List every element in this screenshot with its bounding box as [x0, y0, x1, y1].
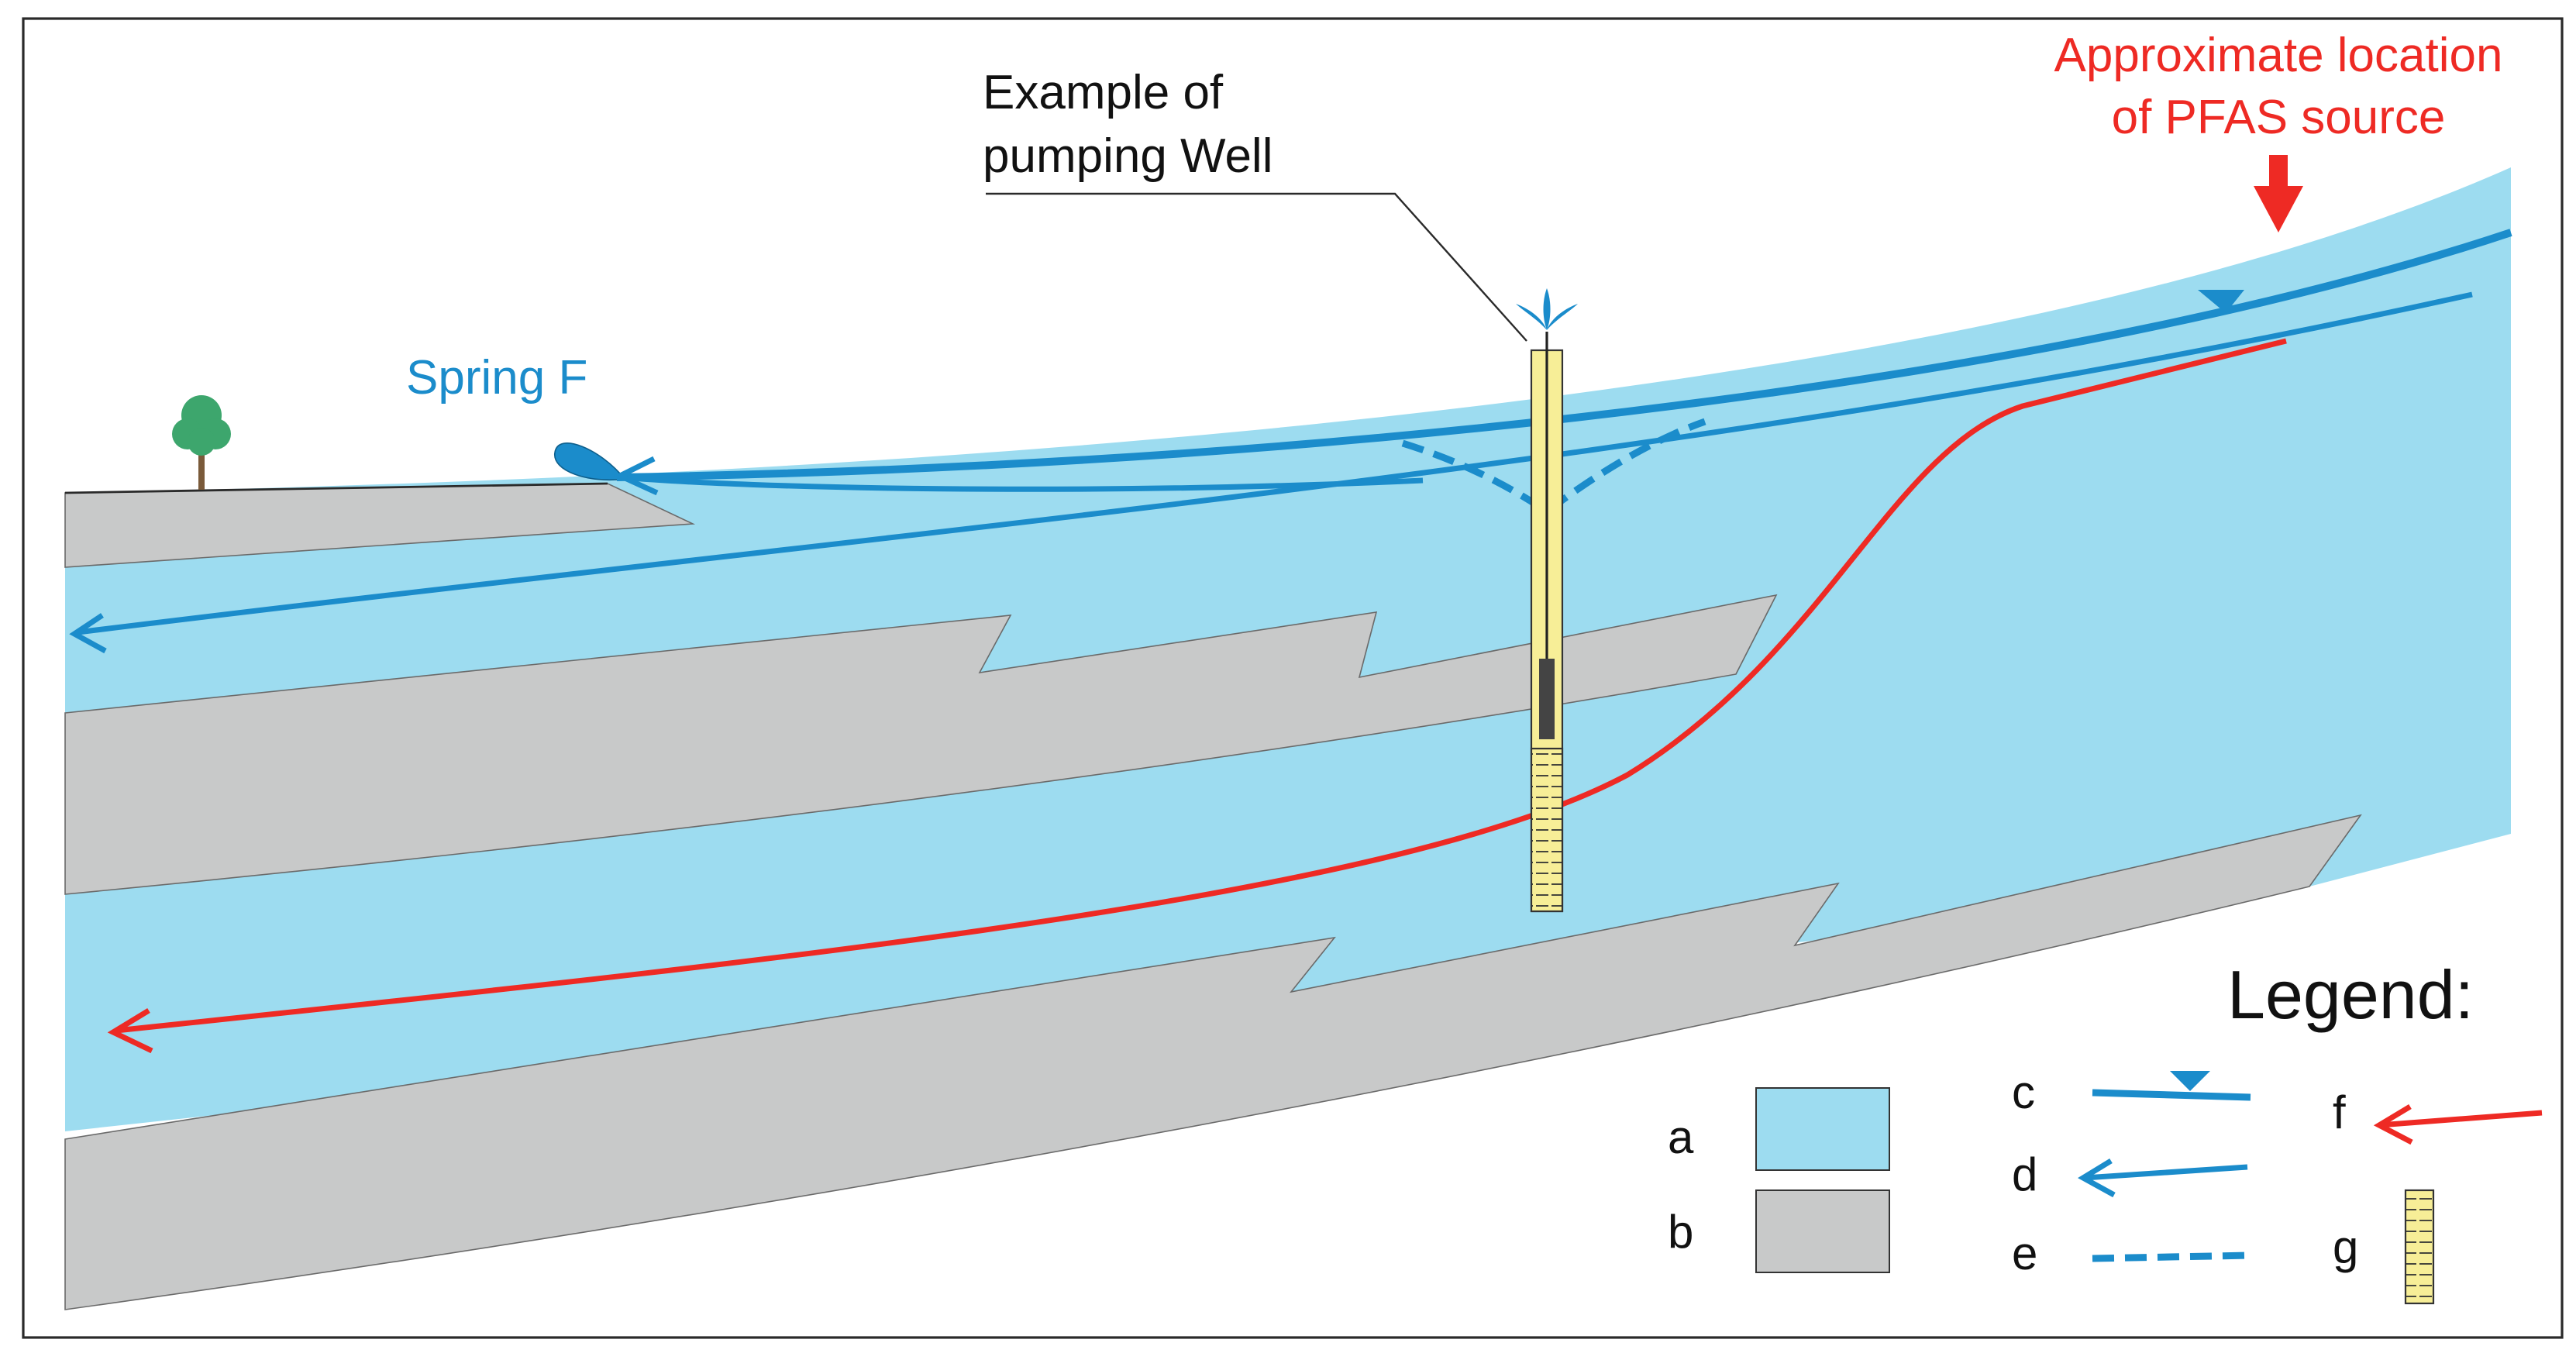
spring-label: Spring F: [406, 351, 587, 405]
water-discharge-icon: [1516, 288, 1578, 330]
shallow-flow-path: [622, 474, 1424, 492]
deep-flow-path: [77, 291, 2473, 635]
legend-water-table-line: [2092, 1089, 2251, 1101]
well-callout-label-line1: Example of: [983, 66, 1224, 119]
legend-key-d: d: [2012, 1148, 2037, 1200]
pfas-flow-path: [115, 338, 2287, 1034]
pfas-source-label-line2: of PFAS source: [2112, 91, 2446, 144]
legend-flow-arrowhead-icon: [2078, 1158, 2116, 1198]
spring-icon: [554, 442, 626, 481]
legend-key-e: e: [2012, 1227, 2037, 1279]
well-pump: [1539, 659, 1555, 739]
legend-drawdown-line: [2092, 1251, 2251, 1262]
well-callout-leader: [986, 192, 1527, 342]
legend-key-b: b: [1668, 1206, 1693, 1258]
well-callout-label-line2: pumping Well: [983, 129, 1273, 183]
pfas-arrowhead-icon: [107, 1008, 153, 1054]
pfas-source-arrow-icon: [2254, 155, 2303, 232]
ground-surface-line: [64, 482, 608, 494]
aquitard-middle-layer: [64, 594, 1778, 895]
water-table-line: [616, 229, 2512, 481]
water-table-marker-icon: [2198, 290, 2244, 313]
pfas-source-label-line1: Approximate location: [2054, 29, 2503, 82]
legend-key-c: c: [2012, 1066, 2035, 1118]
legend-pfas-line: [2378, 1110, 2543, 1128]
legend-key-f: f: [2333, 1086, 2346, 1138]
flow-arrowhead-icon: [69, 613, 107, 654]
legend: Legend: a b c d e f g: [1668, 956, 2543, 1305]
legend-flow-line: [2084, 1164, 2248, 1181]
legend-water-table-marker-icon: [2170, 1071, 2210, 1091]
legend-key-a: a: [1668, 1111, 1694, 1163]
legend-key-g: g: [2333, 1221, 2358, 1273]
legend-well-screen-icon: [2404, 1189, 2435, 1305]
pumping-well: [1516, 288, 1578, 913]
legend-pfas-arrowhead-icon: [2373, 1103, 2413, 1145]
legend-aquitard-swatch: [1755, 1189, 1890, 1273]
flow-arrowhead-icon: [613, 456, 659, 496]
legend-title: Legend:: [2227, 956, 2474, 1033]
legend-aquifer-swatch: [1755, 1087, 1890, 1171]
tree-icon: [172, 395, 231, 490]
well-screen: [1530, 747, 1564, 913]
aquitard-bottom-layer: [64, 814, 2362, 1310]
